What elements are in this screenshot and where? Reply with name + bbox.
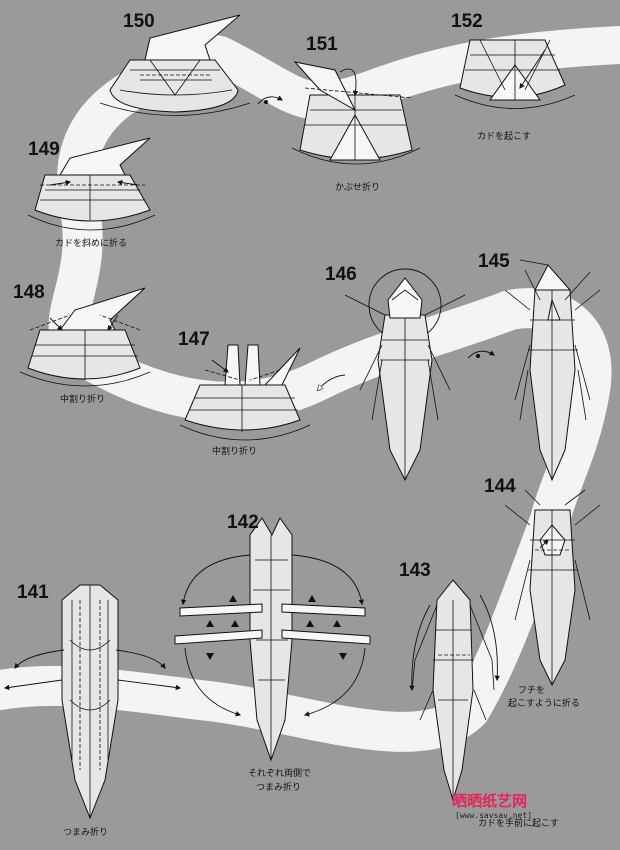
step-143-figure [409, 579, 500, 802]
step-142-figure [174, 517, 371, 762]
step-144-number: 144 [484, 476, 516, 497]
step-147-figure [179, 344, 311, 441]
step-149-figure [27, 137, 156, 231]
step-151-figure [291, 61, 421, 165]
step-141-figure [3, 584, 182, 820]
step-148-figure [19, 287, 151, 387]
turn-over-icon [257, 95, 283, 105]
step-142-number: 142 [227, 512, 259, 533]
watermark-title: 晒晒纸艺网 [452, 792, 527, 810]
step-141-caption: つまみ折り [63, 826, 108, 838]
site-watermark: 晒晒纸艺网 [www.savsav.net] [452, 792, 532, 820]
step-149-number: 149 [28, 139, 60, 160]
step-148-number: 148 [13, 282, 45, 303]
step-147-caption: 中割り折り [212, 445, 257, 457]
sequence-arrow-icon [318, 374, 346, 390]
step-142-caption-line1: それぞれ両側で [248, 767, 311, 779]
step-145-figure [504, 259, 601, 482]
step-151-number: 151 [306, 34, 338, 55]
step-142-caption-line2: つまみ折り [256, 781, 301, 793]
watermark-url: [www.savsav.net] [455, 811, 532, 820]
step-147-number: 147 [178, 329, 210, 350]
step-149-caption: カドを斜めに折る [55, 237, 127, 249]
step-144-caption-line2: 起こすように折る [508, 697, 580, 709]
turn-over-icon-2 [467, 350, 495, 359]
step-148-caption: 中割り折り [60, 393, 105, 405]
step-150-figure [99, 14, 251, 116]
step-141-number: 141 [17, 582, 49, 603]
step-143-number: 143 [399, 560, 431, 581]
step-146-number: 146 [325, 264, 357, 285]
step-151-caption: かぶせ折り [335, 181, 380, 193]
step-144-caption-line1: フチを [518, 685, 545, 696]
step-146-figure [344, 268, 466, 482]
step-152-caption: カドを起こす [477, 131, 531, 142]
step-152-number: 152 [451, 11, 483, 32]
step-145-number: 145 [478, 251, 510, 272]
step-152-figure [454, 39, 576, 109]
step-150-number: 150 [123, 11, 155, 32]
step-143-caption: カドを手前に起こす [478, 817, 559, 829]
step-144-figure [504, 489, 601, 687]
